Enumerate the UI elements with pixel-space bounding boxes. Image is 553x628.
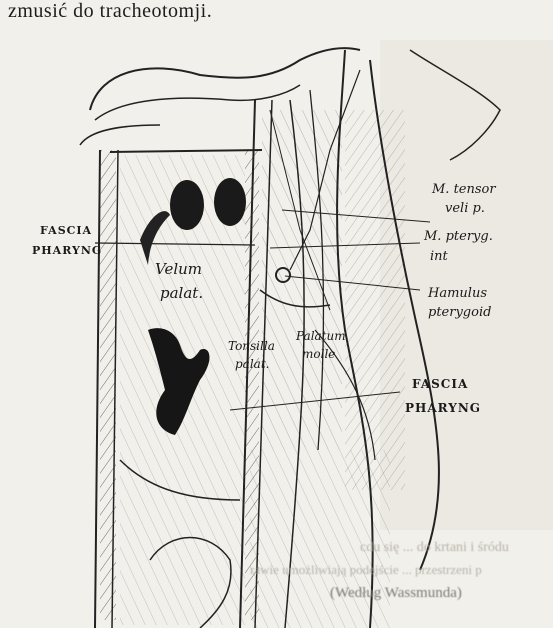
label-fascia-right: FASCIA	[412, 378, 468, 390]
label-pharyng-right: PHARYNG	[405, 402, 481, 414]
label-hamulus: Hamulus	[428, 287, 487, 300]
label-palat: palat.	[160, 286, 203, 301]
label-molle: molle	[302, 348, 335, 360]
bleed-line-2: rawie umożliwiają podejście ... przestrz…	[250, 562, 550, 578]
label-fascia-left: FASCIA	[40, 225, 92, 236]
label-pteryg: M. pteryg.	[424, 230, 493, 243]
label-pterygoid: pterygoid	[428, 306, 491, 319]
page-top-text: zmusić do tracheotomji.	[8, 0, 212, 23]
label-int: int	[430, 250, 448, 263]
anatomical-figure: FASCIA PHARYNG Velum palat. M. tensor ve…	[0, 30, 553, 628]
figure-caption: (Według Wassmunda)	[330, 585, 530, 602]
bleed-line-1: cdu się ... do krtani i śródu	[360, 540, 550, 556]
label-velum: Velum	[155, 262, 202, 277]
pharynx-drawing	[0, 30, 553, 628]
label-tensor: M. tensor	[432, 183, 496, 196]
label-veli: veli p.	[445, 202, 485, 215]
label-pharyng-left: PHARYNG	[32, 245, 102, 256]
label-tonsilla-palat: palat.	[235, 358, 269, 370]
label-palatum: Palatum	[296, 330, 346, 342]
label-tonsilla: Tonsilla	[228, 340, 275, 352]
